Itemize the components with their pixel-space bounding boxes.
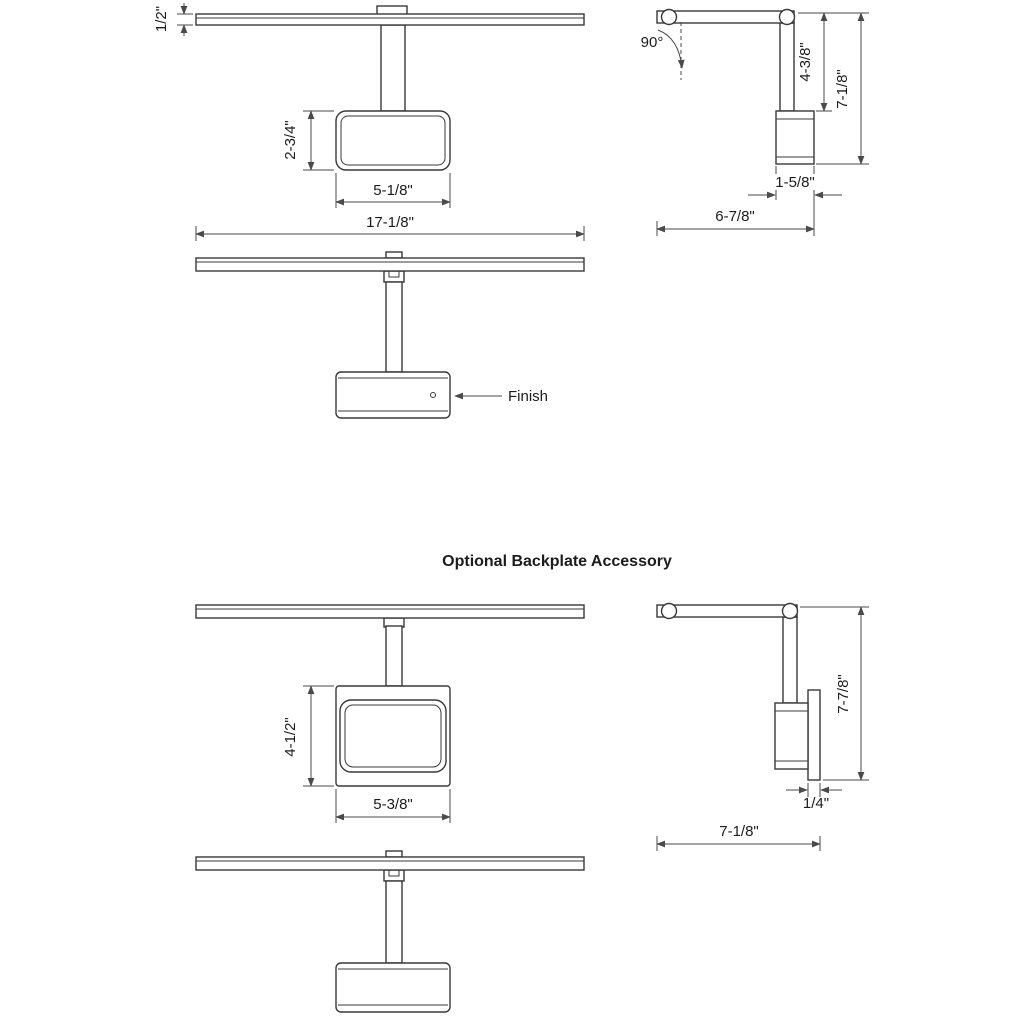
- head-bottom: [335, 371, 451, 419]
- mount-tab: [385, 850, 403, 858]
- head-inner: [344, 704, 442, 768]
- dim-backplate-depth: 7-1/8": [656, 823, 821, 851]
- dim-bar-thickness: 1/2": [153, 3, 193, 36]
- light-bar: [195, 856, 585, 871]
- dim-label-plate-thickness: 1/4": [803, 795, 829, 812]
- mount-tab: [385, 251, 403, 259]
- dim-label-overall-width: 17-1/8": [366, 214, 414, 231]
- dim-label-arm-drop: 4-3/8": [797, 42, 814, 82]
- dim-label-overall-height: 7-1/8": [834, 69, 851, 109]
- pivot-right: [778, 8, 796, 26]
- dim-head-width: 5-1/8": [335, 173, 451, 208]
- dim-label-backplate-width: 5-3/8": [373, 796, 413, 813]
- head-inner: [340, 115, 446, 166]
- head-outer: [335, 110, 451, 171]
- light-bar: [195, 257, 585, 272]
- light-bar: [195, 13, 585, 26]
- dim-plate-thickness: 1/4": [786, 783, 842, 812]
- stem: [385, 880, 403, 964]
- section-title: Optional Backplate Accessory: [442, 553, 672, 570]
- dim-overall-height: 7-1/8": [816, 12, 869, 165]
- finish-callout: Finish: [454, 388, 548, 405]
- label-backing: [772, 174, 819, 190]
- top-arm: [656, 604, 798, 618]
- stem: [385, 625, 403, 687]
- vertical-arm: [779, 22, 795, 112]
- finish-label: Finish: [508, 388, 548, 405]
- pivot-left: [660, 8, 678, 26]
- pivot-right: [781, 602, 799, 620]
- head-bottom: [335, 962, 451, 1013]
- dim-backplate-width: 5-3/8": [335, 789, 451, 823]
- backplate-side: [807, 689, 821, 781]
- dim-label-overall-depth: 6-7/8": [715, 208, 755, 225]
- pivot-left: [660, 602, 678, 620]
- front-view-standard: [195, 5, 585, 171]
- angle-arc: [657, 29, 685, 69]
- head-outer: [339, 699, 447, 773]
- front-view-backplate: [195, 604, 585, 787]
- dim-head-depth: 1-5/8": [748, 166, 842, 236]
- dim-label-arm-angle: 90°: [641, 34, 664, 51]
- vertical-arm: [782, 616, 798, 704]
- side-view-standard: [656, 8, 815, 165]
- head-side: [775, 110, 815, 165]
- dim-backplate-overall-height: 7-7/8": [800, 606, 869, 781]
- dim-overall-width: 17-1/8": [195, 214, 585, 241]
- stem: [385, 281, 403, 373]
- dim-head-height: 2-3/4": [282, 110, 334, 171]
- dim-label-head-width: 5-1/8": [373, 182, 413, 199]
- side-view-backplate: [656, 602, 821, 781]
- dim-label-backplate-height: 4-1/2": [282, 717, 299, 757]
- dim-overall-depth: 6-7/8": [656, 208, 815, 236]
- dim-label-head-depth: 1-5/8": [775, 174, 815, 191]
- head-side: [774, 702, 809, 770]
- dim-label-bar-thickness: 1/2": [153, 6, 170, 32]
- top-arm: [656, 10, 795, 24]
- stem: [380, 24, 406, 112]
- light-bar: [195, 604, 585, 619]
- dim-backplate-height: 4-1/2": [282, 685, 334, 787]
- front-view-finish: [195, 251, 585, 419]
- screw-dot: [430, 392, 436, 398]
- dim-label-head-height: 2-3/4": [282, 120, 299, 160]
- dim-label-backplate-depth: 7-1/8": [719, 823, 759, 840]
- front-view-backplate-lower: [195, 850, 585, 1013]
- angle-annotation: 90°: [641, 22, 685, 80]
- dim-arm-drop: 4-3/8": [797, 12, 869, 112]
- dim-label-backplate-overall-height: 7-7/8": [835, 674, 852, 714]
